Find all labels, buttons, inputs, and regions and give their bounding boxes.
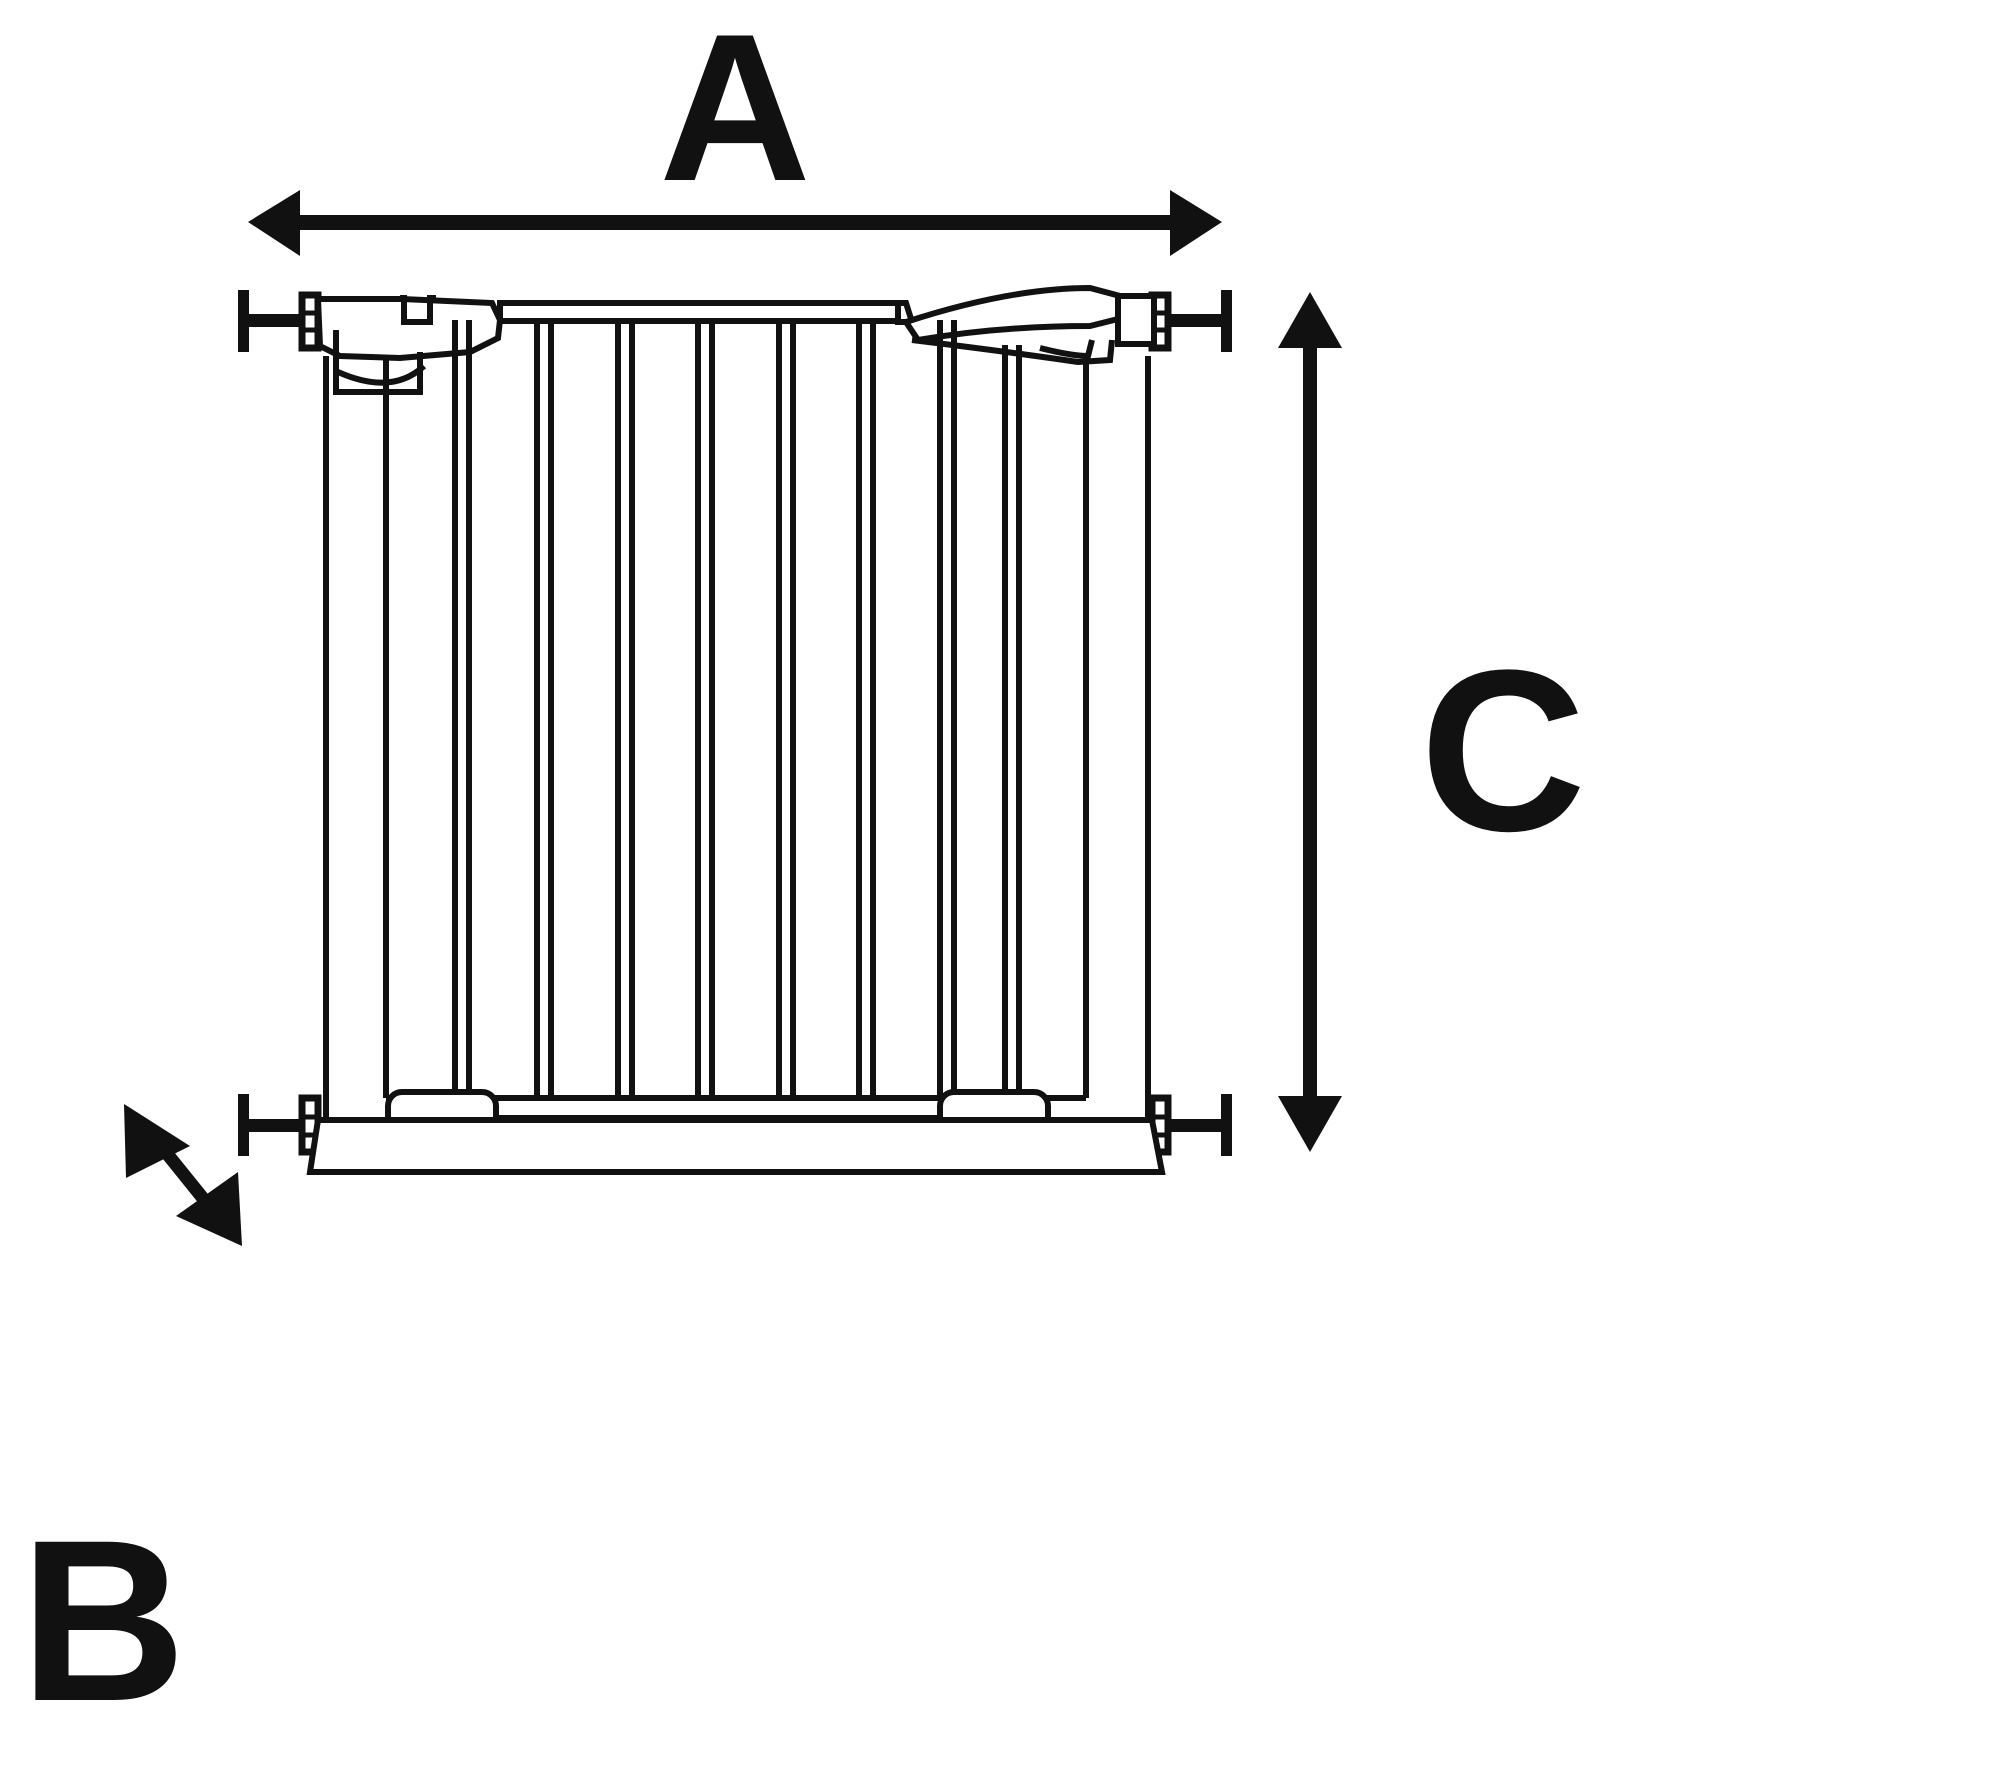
left-frame-post — [323, 356, 389, 1122]
width-arrow-head-right — [1170, 190, 1222, 256]
width-arrow-shaft — [290, 215, 1180, 230]
top-rail — [497, 300, 901, 324]
gate-bar — [615, 320, 635, 1098]
top-left-wall-plate — [238, 290, 249, 352]
height-arrow-head-top — [1278, 292, 1342, 348]
handle-inner-detail — [1039, 339, 1095, 360]
top-left-threaded-rod — [249, 314, 305, 327]
top-right-mount-block — [1115, 293, 1157, 347]
dimension-label-b: B — [20, 1492, 186, 1749]
bottom-left-threaded-rod — [249, 1119, 305, 1132]
top-right-wall-mount — [1115, 290, 1232, 352]
bottom-right-wall-plate — [1221, 1094, 1232, 1156]
top-right-wall-plate — [1221, 290, 1232, 352]
gate-bars — [452, 320, 1022, 1098]
depth-arrow-head-upleft — [124, 1104, 190, 1178]
depth-arrow-head-downright — [176, 1172, 242, 1246]
depth-dimension-group: B — [20, 1104, 242, 1749]
gate-bar — [452, 320, 472, 1098]
threshold-bar-shape — [306, 1117, 1166, 1175]
height-arrow-shaft — [1303, 330, 1317, 1120]
gate-bar — [695, 320, 715, 1098]
gate-bar — [776, 320, 796, 1098]
gate-bar — [1002, 345, 1022, 1098]
bottom-right-threaded-rod — [1166, 1119, 1222, 1132]
height-dimension-group: C — [1278, 292, 1586, 1152]
width-dimension-group: A — [248, 0, 1222, 256]
width-arrow-head-left — [248, 190, 300, 256]
gate-bar — [534, 320, 554, 1098]
height-arrow-head-bottom — [1278, 1096, 1342, 1152]
top-right-threaded-rod — [1166, 314, 1222, 327]
safety-gate — [238, 284, 1232, 1175]
right-frame-post — [1083, 356, 1151, 1122]
bottom-threshold-bar — [306, 1117, 1166, 1175]
latch-notch — [400, 295, 436, 325]
gate-bar — [856, 320, 876, 1098]
dimension-label-c: C — [1420, 622, 1586, 879]
latch-outer-shell — [314, 296, 504, 362]
bottom-left-wall-plate — [238, 1094, 249, 1156]
dimension-label-a: A — [659, 0, 811, 225]
gate-bar — [937, 320, 957, 1098]
